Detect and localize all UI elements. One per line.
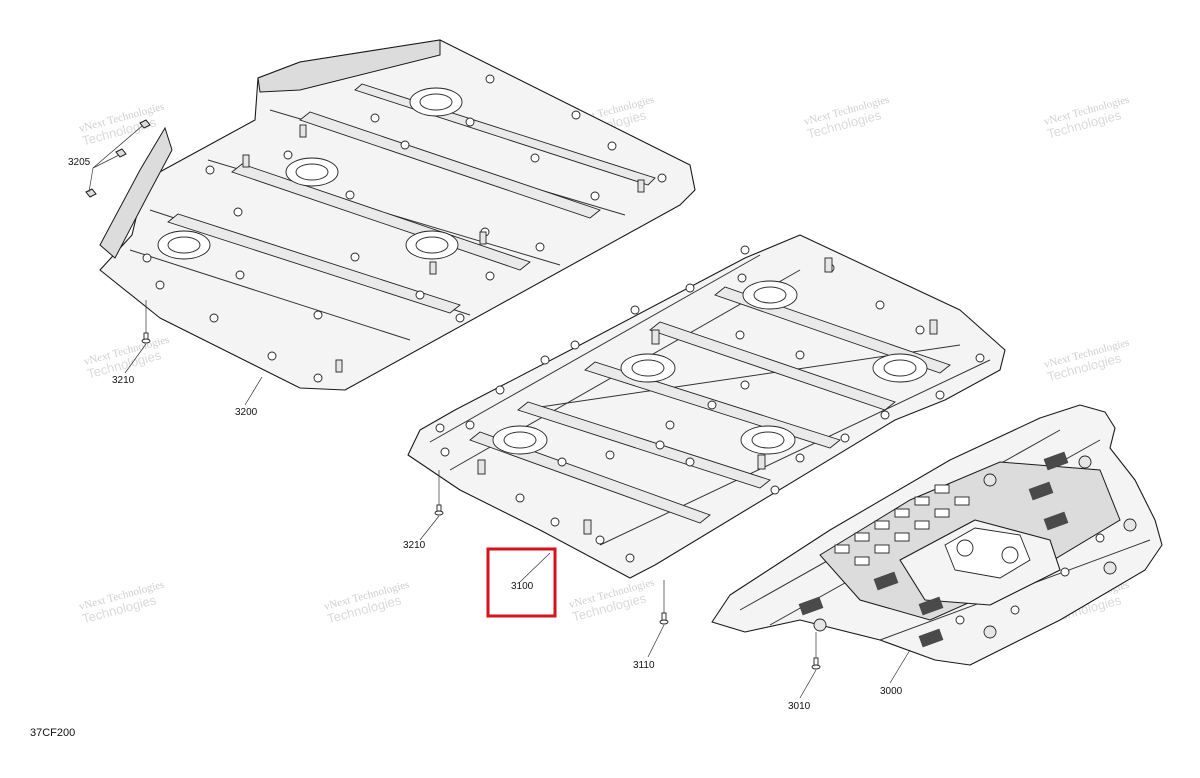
dome [492, 425, 548, 455]
callout-3000[interactable]: 3000 [880, 686, 903, 697]
mounting-holes [813, 455, 1137, 639]
callout-3100[interactable]: 3100 [511, 581, 534, 592]
cutout-grid [834, 484, 970, 566]
screw-3210-middle [419, 470, 444, 541]
callout-3210[interactable]: 3210 [403, 540, 426, 551]
dome [405, 230, 459, 260]
dome [157, 230, 211, 260]
callout-3110[interactable]: 3110 [633, 660, 655, 671]
callout-3010[interactable]: 3010 [788, 701, 811, 712]
mounting-holes [435, 245, 985, 563]
dome [285, 157, 339, 187]
screw-3110 [647, 580, 669, 658]
vent-grids [798, 451, 1069, 648]
callout-3210[interactable]: 3210 [112, 375, 135, 386]
dome [620, 353, 676, 383]
screw-3210-left [124, 300, 151, 374]
skid-plate-3100 [407, 234, 1006, 579]
screw-3010 [799, 632, 821, 699]
dome [409, 87, 463, 117]
dome [872, 353, 928, 383]
leader-3200 [244, 376, 263, 406]
figure-code: 37CF200 [30, 727, 75, 739]
bosses [242, 124, 645, 373]
clips-3205 [85, 119, 151, 198]
leader-3100 [519, 552, 551, 583]
skid-plate-3200 [99, 39, 696, 391]
skid-plate-3000 [711, 404, 1163, 666]
bosses [477, 257, 938, 535]
leader-3000 [889, 649, 911, 684]
selection-highlight-box [486, 547, 557, 618]
dome [742, 280, 798, 310]
dome [740, 425, 796, 455]
callout-3200[interactable]: 3200 [235, 407, 258, 418]
callout-3205[interactable]: 3205 [68, 157, 91, 168]
mounting-holes [142, 74, 667, 383]
callout-labels: 3205 3210 3200 3210 3100 3110 3010 3000 [68, 157, 903, 712]
